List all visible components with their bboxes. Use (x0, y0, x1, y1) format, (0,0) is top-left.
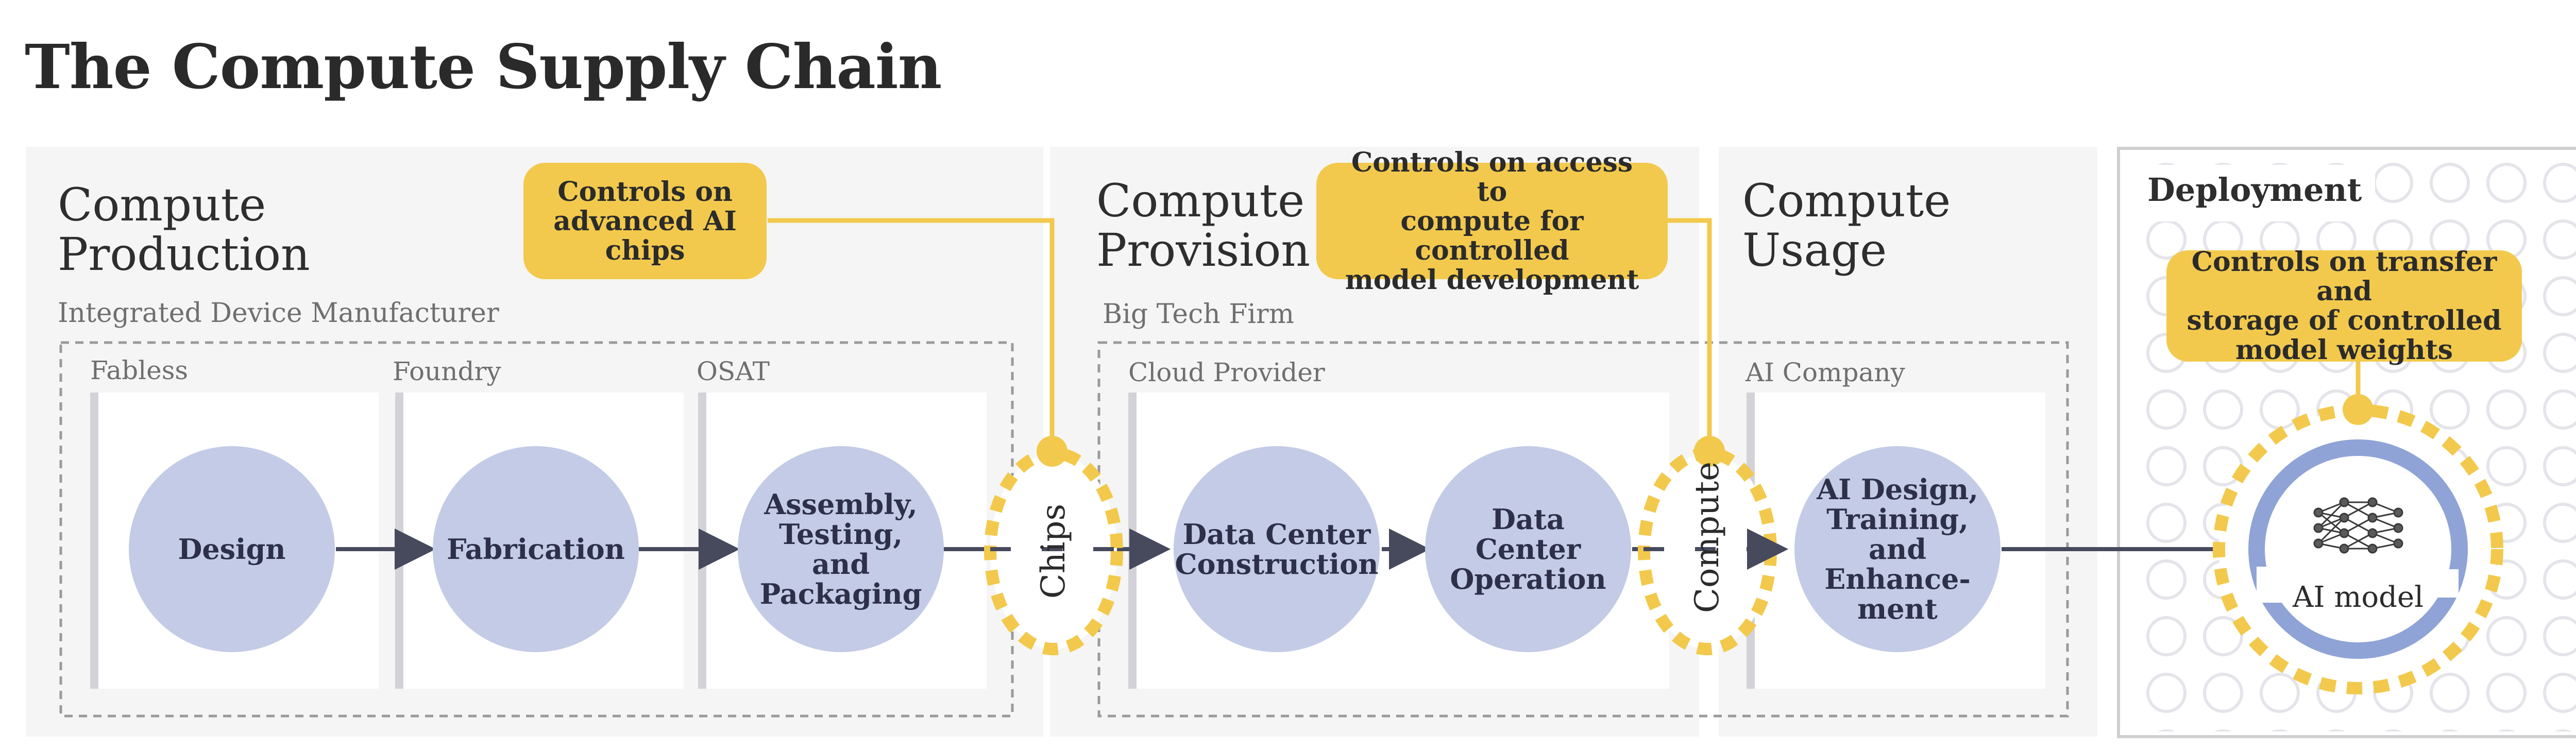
node-label-dc-construction: Data Center Construction (1175, 518, 1379, 581)
node-assembly (738, 446, 944, 652)
panel-title-production: Compute Production (58, 178, 310, 281)
flow-label-chips: Chips (1035, 503, 1073, 599)
flow-label-compute: Compute (1688, 462, 1726, 613)
model-ring (2248, 439, 2468, 659)
node-design (129, 446, 335, 652)
node-label-assembly: Assembly, Testing, and Packaging (759, 488, 922, 610)
group-label-idm: Integrated Device Manufacturer (58, 298, 499, 329)
neural-network-icon (2313, 497, 2403, 554)
node-ai-design (1794, 446, 2001, 652)
control-box-chips: Controls on advanced AI chips (523, 163, 767, 279)
chips-control-connector (768, 218, 1055, 449)
actor-label-foundry: Foundry (393, 356, 501, 386)
control-box-compute: Controls on access to compute for contro… (1316, 148, 1668, 295)
node-label-ai-design: AI Design, Training, and Enhance- ment (1817, 473, 1978, 625)
panel-title-usage: Compute Usage (1742, 174, 1951, 277)
actor-label-fabless: Fabless (90, 355, 189, 385)
control-box-weights: Controls on transfer and storage of cont… (2166, 247, 2522, 365)
node-label-design: Design (178, 533, 286, 566)
model-label: AI model (2292, 581, 2424, 614)
actor-label-ai-company: AI Company (1745, 358, 1905, 387)
node-dc-construction (1174, 446, 1380, 652)
actor-label-cloud-provider: Cloud Provider (1128, 358, 1325, 387)
node-label-dc-operation: Data Center Operation (1450, 503, 1606, 595)
chips-control-dot (1037, 436, 1067, 467)
panel-title-provision: Compute Provision (1096, 174, 1311, 277)
group-label-big-tech: Big Tech Firm (1103, 299, 1295, 330)
page-title: The Compute Supply Chain (25, 31, 942, 103)
compute-control-dot (1694, 436, 1725, 467)
weights-control-dot (2343, 394, 2374, 425)
deployment-label-mask (2138, 165, 2375, 222)
node-fabrication (433, 446, 639, 652)
actor-label-osat: OSAT (697, 356, 770, 386)
model-ring-gap (2257, 567, 2293, 603)
node-dc-operation (1425, 446, 1631, 652)
compute-control-connector (1667, 218, 1712, 449)
node-label-fabrication: Fabrication (447, 533, 625, 566)
fabless-bar (90, 393, 98, 689)
panel-title-deployment: Deployment (2147, 171, 2362, 209)
model-ring-gap-right (2421, 569, 2459, 598)
